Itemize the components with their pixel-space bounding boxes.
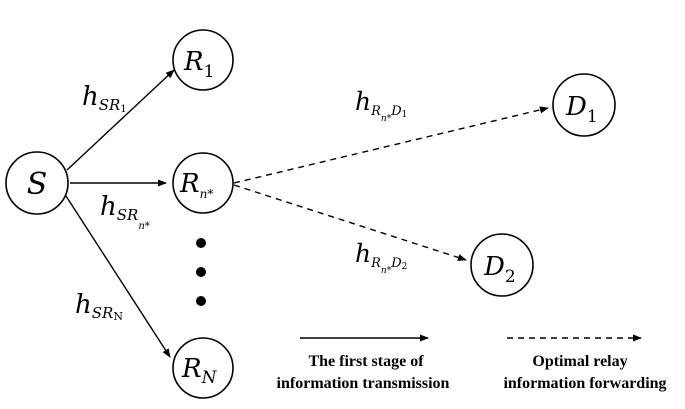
node-dest-1: D1 [552,73,616,137]
node-relay-opt: Rn* [172,152,234,214]
node-relay-1: R1 [172,29,234,91]
edge-rn-d1 [233,106,549,184]
relay-opt-label: Rn* [179,169,213,201]
edge-rn-d2 [233,184,467,261]
legend-dashed-text-2: information forwarding [503,375,666,392]
legend-dashed-text-1: Optimal relay [532,353,627,370]
legend-solid-text-1: The first stage of [308,353,424,370]
node-dest-2: D2 [470,233,534,297]
node-source: S [5,151,69,215]
channel-label-sr1: hSR1 [82,82,127,115]
legend: The first stage of information transmiss… [277,334,667,392]
dest-2-label: D2 [483,252,516,287]
relay-n-label: RN [181,354,218,388]
edge-s-r1 [66,69,175,171]
channel-label-srn-opt: hSRn* [100,192,150,232]
channel-label-rd2: hRn*D2 [355,239,407,276]
vertical-ellipsis [196,238,206,306]
legend-solid-text-2: information transmission [277,375,450,392]
dest-1-label: D1 [565,92,598,127]
relay-1-label: R1 [183,47,214,82]
node-relay-n: RN [172,337,234,399]
channel-label-rd1: hRn*D1 [355,87,407,124]
source-label: S [27,167,48,202]
edge-s-rn [65,195,171,358]
channel-label-srn: hSRN [75,290,123,323]
